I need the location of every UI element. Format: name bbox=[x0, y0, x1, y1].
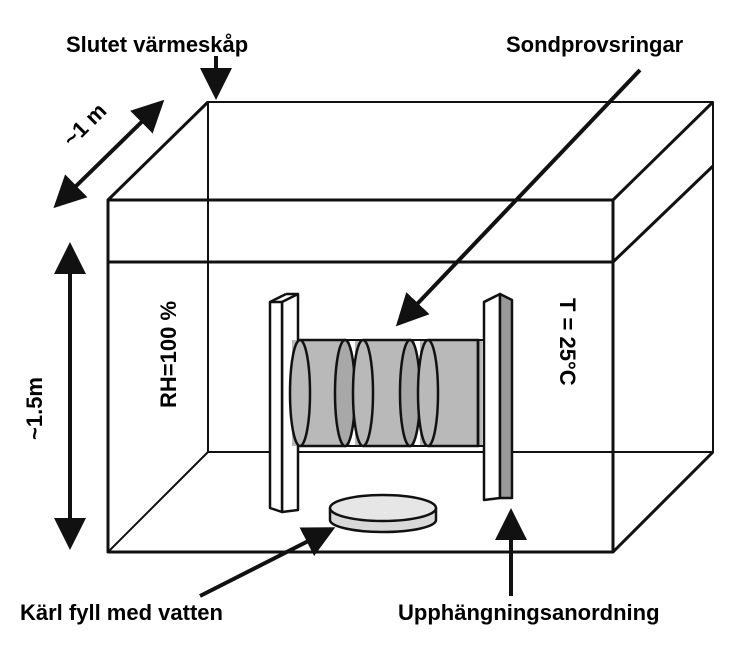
probe-ring-2 bbox=[351, 338, 422, 448]
label-temperature: T = 25°C bbox=[555, 298, 580, 386]
cabinet-edge-bl bbox=[107, 451, 209, 553]
label-suspension: Upphängningsanordning bbox=[398, 600, 660, 625]
cabinet-edge-br bbox=[611, 450, 715, 554]
cabinet-lid-line-side bbox=[611, 164, 715, 264]
arrow-rings bbox=[395, 68, 642, 327]
label-depth: ~1 m bbox=[58, 98, 112, 152]
cabinet-box bbox=[106, 100, 715, 554]
arrow-depth bbox=[53, 99, 165, 209]
probe-ring-1 bbox=[288, 338, 357, 448]
label-rings: Sondprovsringar bbox=[506, 32, 684, 57]
label-humidity: RH=100 % bbox=[156, 301, 181, 408]
arrows bbox=[53, 56, 642, 598]
cabinet-edge-tr bbox=[611, 100, 715, 202]
arrow-water-vessel bbox=[199, 527, 336, 598]
label-water-vessel: Kärl fyll med vatten bbox=[20, 600, 223, 625]
cabinet-front-face bbox=[106, 198, 615, 554]
label-cabinet: Slutet värmeskåp bbox=[66, 32, 248, 57]
water-vessel bbox=[328, 493, 438, 534]
cabinet-edge-tl bbox=[106, 100, 210, 202]
probe-rings bbox=[288, 338, 484, 448]
suspension-post-right bbox=[482, 292, 514, 502]
probe-ring-3 bbox=[416, 338, 482, 448]
cabinet-back-face bbox=[207, 101, 714, 453]
label-height: ~1.5m bbox=[22, 377, 47, 440]
